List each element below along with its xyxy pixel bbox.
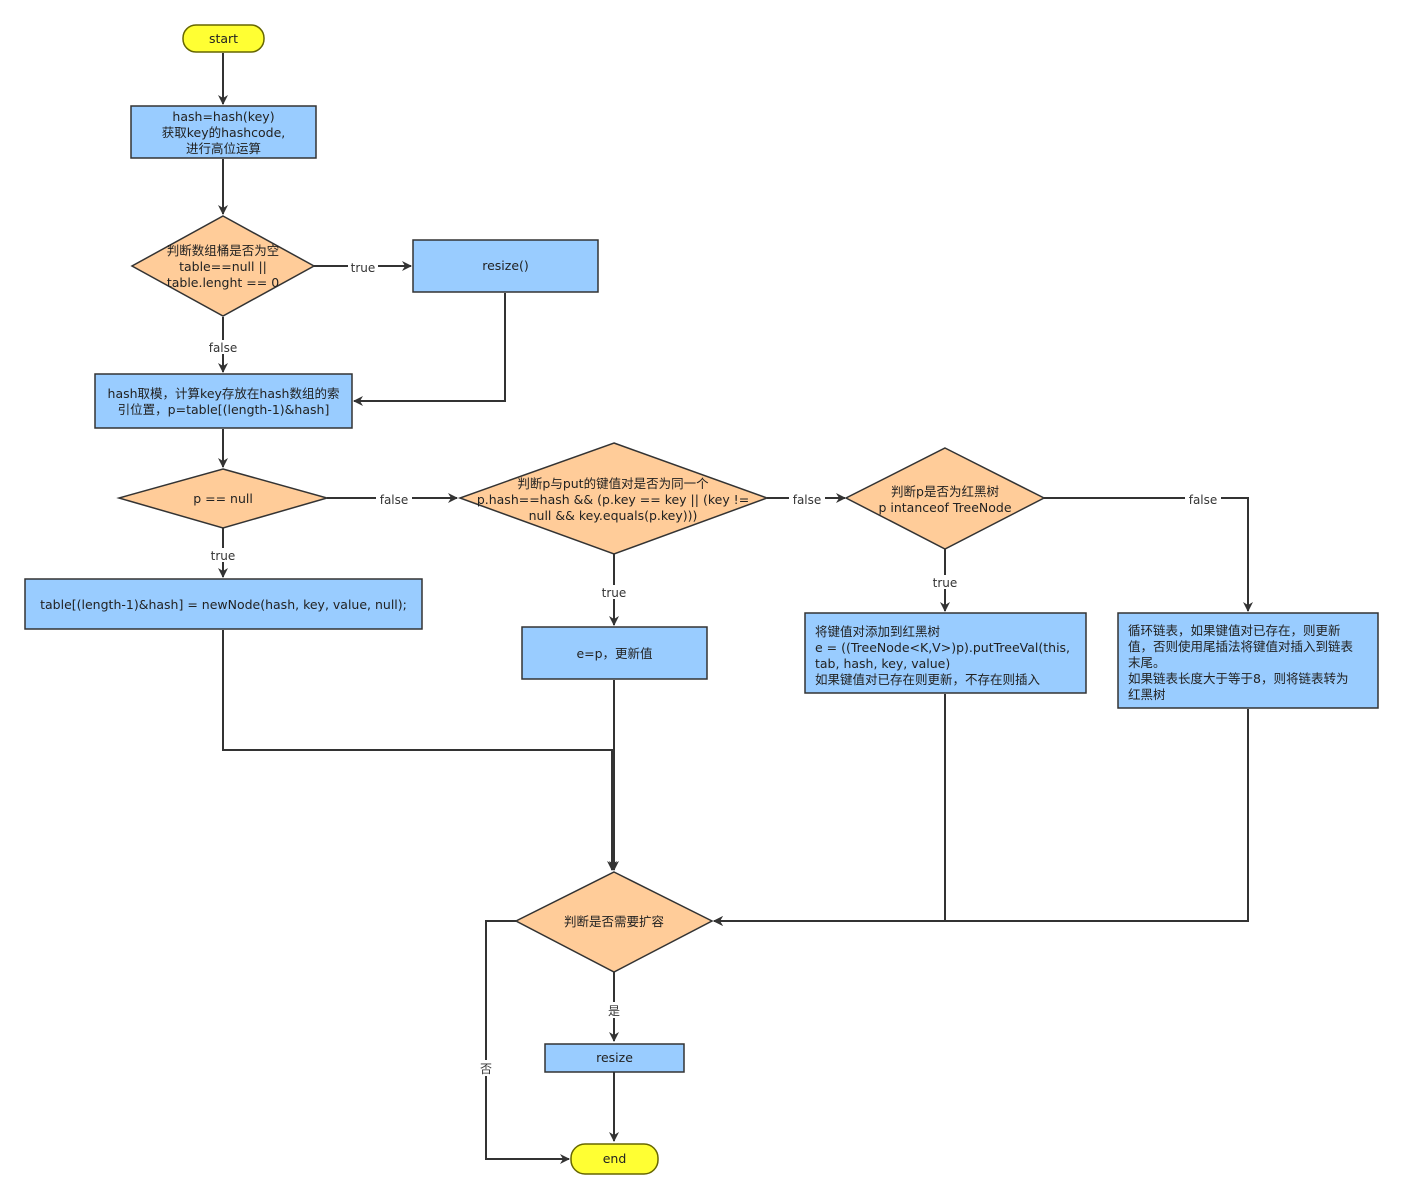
tree-put-box	[804, 612, 1087, 694]
same-key-line-1: 判断p与put的键值对是否为同一个	[517, 476, 709, 491]
same-key-decision	[457, 442, 770, 555]
end-label: end	[603, 1151, 627, 1166]
list-put-line-3: 末尾。	[1128, 655, 1166, 670]
hash-calc-line-1: hash=hash(key)	[172, 109, 274, 124]
resize-end-line-1: resize	[596, 1050, 633, 1065]
edge-resize-to-index	[353, 293, 506, 406]
hash-calc-box	[130, 105, 317, 159]
tree-put-line-4: 如果键值对已存在则更新，不存在则插入	[815, 672, 1041, 687]
update-value-box	[521, 626, 708, 680]
list-put-label: 循环链表，如果键值对已存在，则更新值，否则使用尾插法将键值对插入到链表末尾。如果…	[1128, 623, 1354, 702]
list-put-line-4: 如果链表长度大于等于8，则将链表转为	[1128, 671, 1348, 686]
label-pnull-false: false	[380, 493, 409, 507]
resize-end-label: resize	[596, 1050, 633, 1065]
need-resize-label: 判断是否需要扩容	[564, 914, 664, 929]
edge-tree-false	[1044, 497, 1253, 612]
p-null-label: p == null	[193, 491, 253, 506]
is-tree-line-1: 判断p是否为红黑树	[891, 484, 999, 499]
same-key-line-3: null && key.equals(p.key)))	[529, 508, 698, 523]
label-resize-no: 否	[480, 1062, 492, 1076]
hash-calc-label: hash=hash(key)获取key的hashcode,进行高位运算	[162, 109, 286, 156]
update-value-line-1: e=p，更新值	[576, 646, 652, 661]
label-tree-true: true	[933, 576, 958, 590]
start-line-1: start	[209, 31, 238, 46]
index-calc-line-1: hash取模，计算key存放在hash数组的索	[108, 386, 340, 401]
resize-init-box	[412, 239, 599, 293]
edges	[218, 53, 1253, 1164]
resize-end-box	[544, 1043, 685, 1073]
check-table-line-2: table==null ||	[179, 259, 267, 274]
start-terminal	[182, 24, 265, 53]
list-put-line-5: 红黑树	[1128, 687, 1166, 702]
edge-list-put-to-resize-check	[713, 709, 1249, 926]
label-same-false: false	[793, 493, 822, 507]
label-table-false: false	[209, 341, 238, 355]
edge-tree-put-to-resize-check	[713, 694, 946, 926]
index-calc-label: hash取模，计算key存放在hash数组的索引位置，p=table[(leng…	[108, 386, 340, 417]
check-table-line-3: table.lenght == 0	[167, 275, 279, 290]
end-terminal	[570, 1143, 659, 1175]
need-resize-line-1: 判断是否需要扩容	[564, 914, 664, 929]
p-null-decision	[116, 468, 330, 529]
index-calc-line-2: 引位置，p=table[(length-1)&hash]	[118, 402, 330, 417]
new-node-label: table[(length-1)&hash] = newNode(hash, k…	[40, 597, 407, 612]
edge-newnode-to-resize-check	[222, 630, 617, 871]
update-value-label: e=p，更新值	[576, 646, 652, 661]
label-resize-yes: 是	[608, 1004, 620, 1018]
index-calc-box	[94, 373, 353, 429]
need-resize-decision	[514, 871, 714, 973]
hash-calc-line-3: 进行高位运算	[186, 141, 261, 156]
tree-put-line-3: tab, hash, key, value)	[815, 656, 950, 671]
edge-resize-no	[485, 920, 570, 1164]
is-tree-decision	[844, 447, 1046, 550]
tree-put-line-2: e = ((TreeNode<K,V>)p).putTreeVal(this,	[815, 640, 1070, 655]
label-same-true: true	[602, 586, 627, 600]
label-tree-false: false	[1189, 493, 1218, 507]
check-table-line-1: 判断数组桶是否为空	[167, 243, 280, 258]
check-table-decision	[130, 215, 316, 317]
p-null-line-1: p == null	[193, 491, 253, 506]
is-tree-line-2: p intanceof TreeNode	[878, 500, 1011, 515]
new-node-line-1: table[(length-1)&hash] = newNode(hash, k…	[40, 597, 407, 612]
tree-put-line-1: 将键值对添加到红黑树	[815, 624, 940, 639]
start-label: start	[209, 31, 238, 46]
resize-init-label: resize()	[482, 258, 529, 273]
end-line-1: end	[603, 1151, 627, 1166]
list-put-line-2: 值，否则使用尾插法将键值对插入到链表	[1128, 639, 1354, 654]
resize-init-line-1: resize()	[482, 258, 529, 273]
new-node-box	[24, 578, 423, 630]
hash-calc-line-2: 获取key的hashcode,	[162, 125, 286, 140]
edge-labels: true false false true true false true fa…	[205, 260, 1221, 1076]
list-put-box	[1117, 612, 1379, 709]
label-table-true: true	[351, 261, 376, 275]
label-pnull-true: true	[211, 549, 236, 563]
same-key-line-2: p.hash==hash && (p.key == key || (key !=	[477, 492, 749, 507]
nodes: start hash=hash(key)获取key的hashcode,进行高位运…	[24, 24, 1379, 1175]
list-put-line-1: 循环链表，如果键值对已存在，则更新	[1128, 623, 1341, 638]
